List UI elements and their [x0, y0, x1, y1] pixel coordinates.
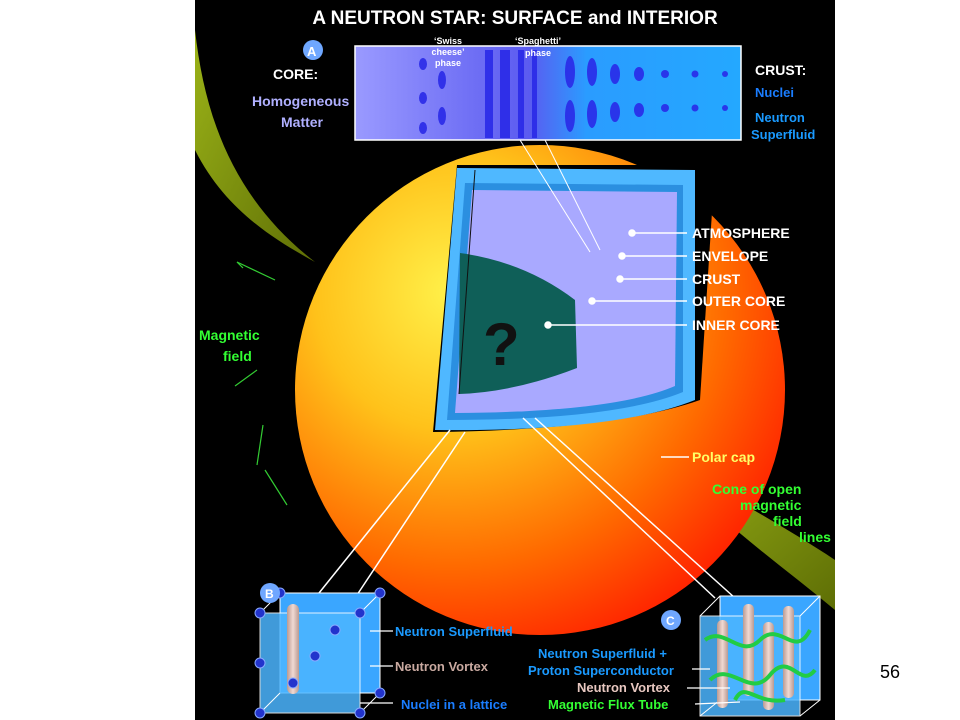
inner-core-question-mark: ? — [483, 311, 520, 378]
panel-zoom-lines — [314, 417, 736, 599]
polar-cap-label: Polar cap — [692, 449, 755, 465]
inner-core-wedge — [459, 253, 577, 394]
panel-c-leaders — [687, 668, 741, 705]
cone-line3: field — [773, 513, 802, 529]
crust-zoom-line — [544, 139, 601, 251]
neutron-superfluid-label-line1: Neutron — [755, 110, 805, 125]
swiss-cheese-line2: cheese’ — [431, 47, 464, 57]
panel-c-neutron-vortex: Neutron Vortex — [577, 680, 671, 695]
core-label-line2: Matter — [281, 114, 324, 130]
interior-cutaway — [433, 165, 715, 432]
nuclei-label: Nuclei — [755, 85, 794, 100]
page-title: A NEUTRON STAR: SURFACE and INTERIOR — [312, 8, 718, 29]
panel-b-neutron-superfluid: Neutron Superfluid — [395, 624, 513, 639]
magnetic-plume-left — [195, 30, 315, 262]
magnetic-field-arrows — [234, 261, 288, 506]
swiss-cheese-line1: ‘Swiss — [434, 36, 462, 46]
cone-line2: magnetic — [740, 497, 802, 513]
panel-c-flux-tube: Magnetic Flux Tube — [548, 697, 668, 712]
page-number: 56 — [880, 662, 901, 682]
panel-b-leaders — [360, 630, 393, 704]
lattice-cube — [254, 583, 386, 719]
layer-leaders — [544, 229, 687, 329]
spaghetti-line2: phase — [525, 48, 551, 58]
core-label-line1: Homogeneous — [252, 93, 349, 109]
badge-a: A — [307, 44, 317, 59]
panel-c-line2: Proton Superconductor — [528, 663, 674, 678]
swiss-cheese-line3: phase — [435, 58, 461, 68]
crust-heading: CRUST: — [755, 62, 806, 78]
crust-slice-panel — [303, 40, 742, 141]
badge-b: B — [265, 587, 274, 601]
cone-line4: lines — [799, 529, 831, 545]
label-envelope: ENVELOPE — [692, 248, 768, 264]
label-crust: CRUST — [692, 271, 741, 287]
spaghetti-line1: ‘Spaghetti’ — [515, 36, 561, 46]
panel-b-nuclei-lattice: Nuclei in a lattice — [401, 697, 507, 712]
label-outer-core: OUTER CORE — [692, 293, 785, 309]
badge-c: C — [666, 614, 675, 628]
flux-tube-cube — [661, 595, 821, 717]
neutron-superfluid-label-line2: Superfluid — [751, 127, 815, 142]
panel-b-neutron-vortex: Neutron Vortex — [395, 659, 489, 674]
label-inner-core: INNER CORE — [692, 317, 780, 333]
crust-zoom-line-2 — [519, 139, 591, 253]
panel-c-line1: Neutron Superfluid + — [538, 646, 667, 661]
core-heading: CORE: — [273, 66, 318, 82]
neutron-star-diagram: ? A NEUTRON STAR: SURFACE and INTERIOR A… — [195, 8, 835, 719]
magnetic-field-line2: field — [223, 348, 252, 364]
cone-line1: Cone of open — [712, 481, 801, 497]
magnetic-field-line1: Magnetic — [199, 327, 260, 343]
diagram-panel: ? A NEUTRON STAR: SURFACE and INTERIOR A… — [195, 0, 835, 720]
label-atmosphere: ATMOSPHERE — [692, 225, 790, 241]
